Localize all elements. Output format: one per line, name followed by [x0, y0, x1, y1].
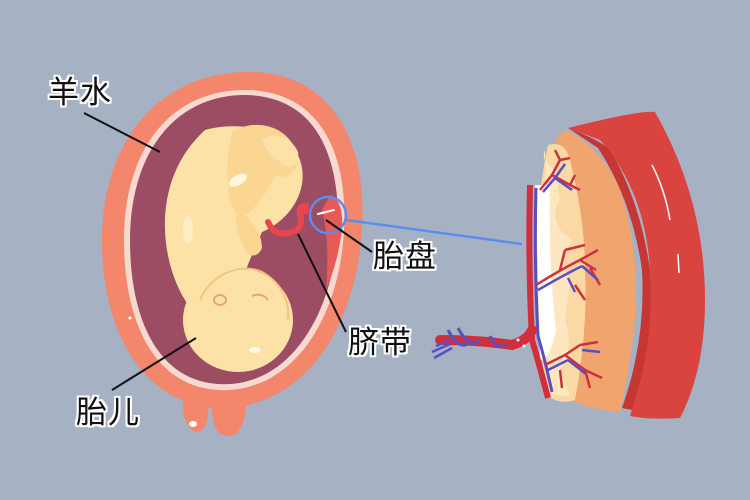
fetus	[164, 124, 303, 372]
villi-branch-top	[539, 149, 581, 193]
villi-branch-middle	[535, 243, 602, 301]
placenta-detail	[431, 111, 705, 419]
label-placenta: 胎盘	[373, 239, 437, 275]
placenta-callout	[308, 195, 523, 246]
leader-lines	[83, 112, 373, 391]
label-amniotic-fluid: 羊水	[48, 75, 112, 111]
label-fetus: 胎儿	[76, 395, 140, 431]
umbilical-cord	[265, 203, 309, 237]
label-umbilical-cord: 脐带	[348, 325, 412, 361]
villi-branch-bottom	[544, 340, 603, 389]
